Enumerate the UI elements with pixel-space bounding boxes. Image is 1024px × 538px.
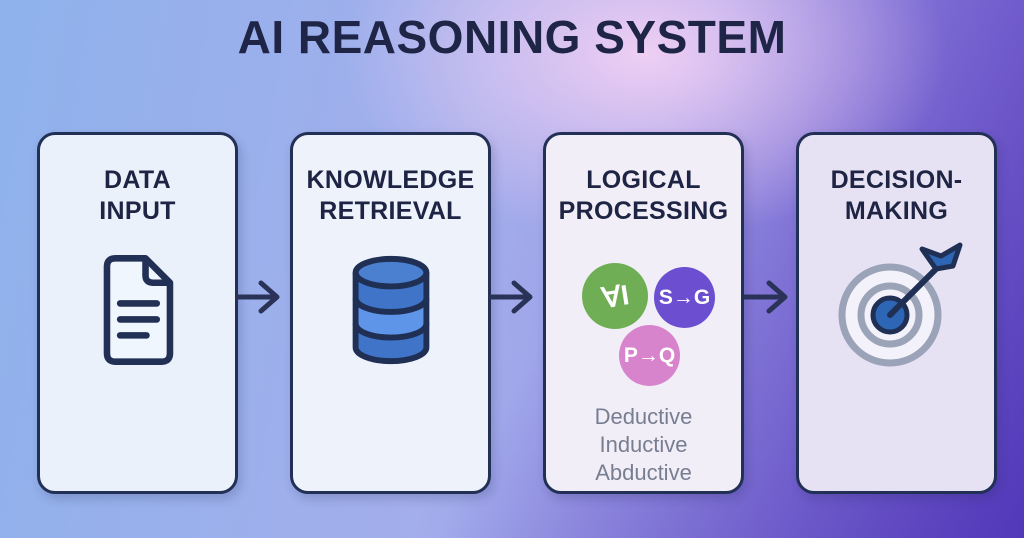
method-abductive: Abductive [595,460,692,485]
p-to-q-symbol-text: P→Q [623,343,676,367]
database-icon [341,251,441,374]
method-inductive: Inductive [599,432,688,457]
stage-title-knowledge-retrieval: KNOWLEDGE RETRIEVAL [306,166,475,226]
target-icon [830,241,964,380]
document-icon [91,251,185,374]
stage-card-decision-making: DECISION- MAKING [796,132,997,494]
stage-title-logical-processing: LOGICAL PROCESSING [558,166,729,226]
reasoning-methods-list: Deductive Inductive Abductive [546,403,741,487]
stage-title-decision-making: DECISION- MAKING [830,166,963,226]
forall-symbol-circle: ∀I [582,263,648,329]
flow-arrow-1 [236,280,280,314]
stage-card-logical-processing: LOGICAL PROCESSING ∀I S→G P→Q Deductive … [543,132,744,494]
p-to-q-symbol-circle: P→Q [619,325,680,386]
forall-symbol-text: ∀I [599,278,631,314]
stage-card-knowledge-retrieval: KNOWLEDGE RETRIEVAL [290,132,491,494]
method-deductive: Deductive [594,404,693,429]
stage-card-data-input: DATA INPUT [37,132,238,494]
flow-arrow-3 [744,280,788,314]
s-to-g-symbol-text: S→G [658,285,711,309]
s-to-g-symbol-circle: S→G [654,267,715,328]
flow-arrow-2 [489,280,533,314]
stage-title-data-input: DATA INPUT [99,166,176,226]
page-title: AI REASONING SYSTEM [237,11,787,63]
